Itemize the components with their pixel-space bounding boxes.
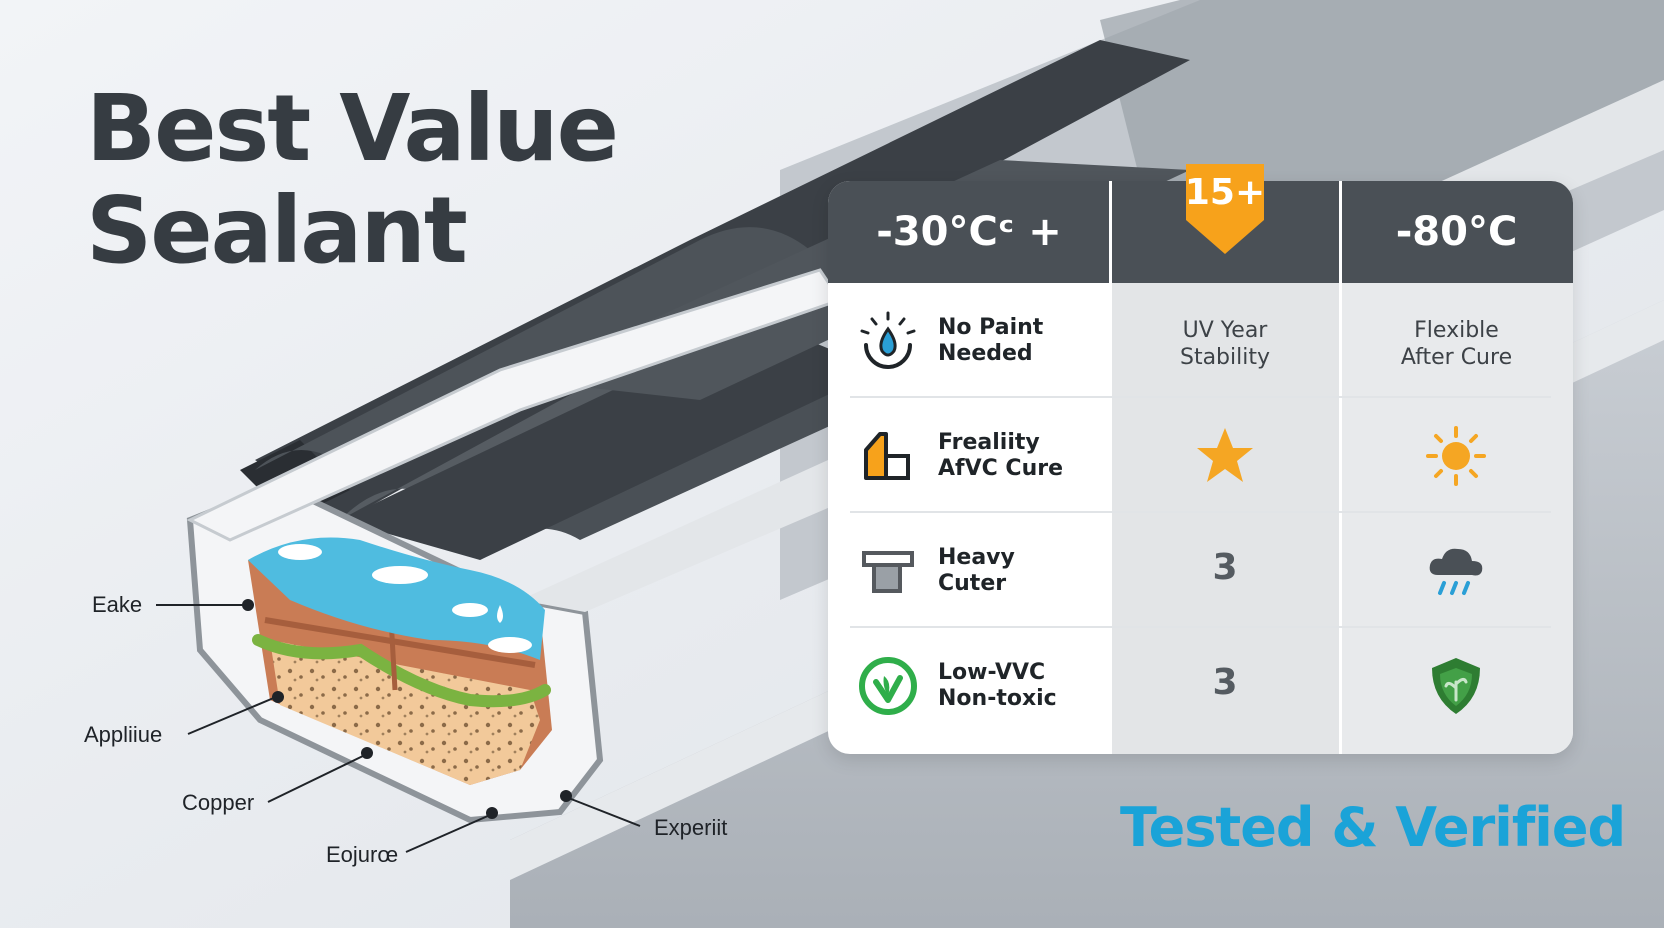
badge-15-plus: 15+ bbox=[1184, 172, 1266, 213]
table-row: Low-VVC Non-toxic 3 bbox=[828, 628, 1573, 743]
header-temp-range: -80°C bbox=[1395, 209, 1518, 255]
feature-label: Low-VVC Non-toxic bbox=[938, 660, 1057, 711]
comparison-table: -30°Cᶜ + -80°C No Paint Needed UV Year S… bbox=[828, 181, 1573, 754]
column-divider bbox=[1339, 181, 1342, 754]
sun-icon bbox=[1426, 426, 1486, 486]
bracket-icon bbox=[864, 432, 910, 480]
headline-line-1: Best Value bbox=[86, 75, 619, 182]
row-divider bbox=[850, 511, 1551, 513]
callout-copper: Copper bbox=[182, 790, 255, 815]
shield-leaf-icon bbox=[1432, 658, 1480, 714]
callout-appliiue: Appliiue bbox=[84, 722, 163, 747]
tested-verified-tagline: Tested & Verified bbox=[1120, 796, 1626, 859]
callout-experiit: Experiit bbox=[654, 815, 728, 840]
table-row: Heavy Cuter 3 bbox=[828, 513, 1573, 628]
star-icon bbox=[1197, 428, 1253, 482]
value-3: 3 bbox=[1212, 547, 1238, 588]
rain-cloud-icon bbox=[1429, 548, 1483, 595]
callout-eojura: Eojurœ bbox=[326, 842, 399, 867]
value-3: 3 bbox=[1212, 662, 1238, 703]
leaf-check-icon bbox=[859, 657, 917, 715]
clamp-icon bbox=[862, 551, 914, 593]
feature-label: No Paint Needed bbox=[938, 315, 1044, 366]
row-divider bbox=[850, 396, 1551, 398]
headline: Best Value Sealant bbox=[86, 75, 619, 284]
column-divider bbox=[1109, 181, 1112, 754]
header-temp-low: -30°Cᶜ + bbox=[876, 209, 1062, 255]
uv-stability-label: UV Year Stability bbox=[1179, 318, 1271, 370]
headline-line-2: Sealant bbox=[86, 177, 468, 284]
feature-label: Frealiity AfVC Cure bbox=[938, 430, 1064, 481]
water-drop-sun-icon bbox=[860, 311, 916, 369]
table-row: No Paint Needed UV Year Stability Flexib… bbox=[828, 283, 1573, 398]
table-row: Frealiity AfVC Cure bbox=[828, 398, 1573, 513]
callout-eake: Eake bbox=[92, 592, 143, 617]
flexible-label: Flexible After Cure bbox=[1400, 318, 1513, 370]
badge-icon bbox=[1186, 164, 1264, 254]
feature-label: Heavy Cuter bbox=[938, 545, 1015, 596]
row-divider bbox=[850, 626, 1551, 628]
